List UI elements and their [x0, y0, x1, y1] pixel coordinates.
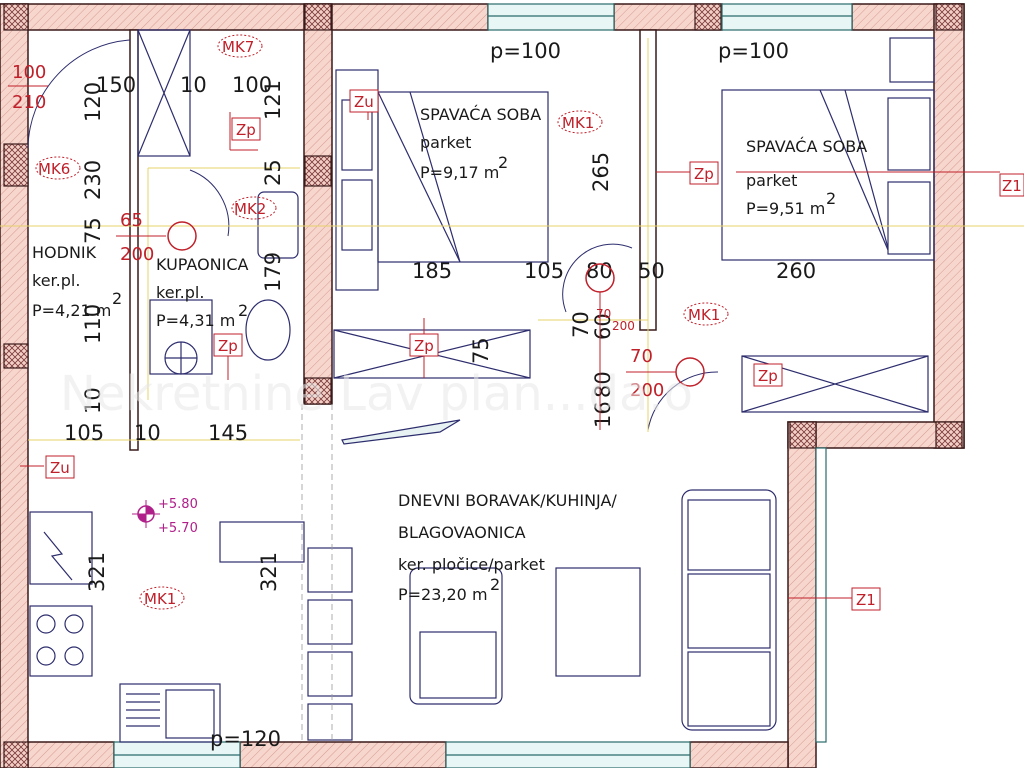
dim-label: 100: [232, 73, 272, 97]
door-width: 100: [12, 62, 46, 83]
tag-mk1: MK1: [144, 590, 176, 608]
dim-label: 105: [64, 421, 104, 445]
door-width: 65: [120, 210, 143, 231]
door-markers: 100 210 65 200 70 200 70 200: [8, 62, 705, 430]
tag-mk1: MK1: [562, 114, 594, 132]
room-name-dnevni-2: BLAGOVAONICA: [398, 523, 526, 542]
area-superscript: 2: [490, 575, 500, 594]
dim-label: 185: [412, 259, 452, 283]
door-width: 70: [596, 307, 611, 321]
dim-label: 230: [81, 160, 105, 200]
room-spavaca-1: SPAVAĆA SOBA parket P=9,17 m 2: [420, 105, 541, 182]
tag-zp: Zp: [758, 367, 778, 385]
dim-label: 10: [180, 73, 207, 97]
door-width: 70: [630, 346, 653, 367]
dim-label: 110: [81, 304, 105, 344]
tag-zu: Zu: [50, 459, 70, 477]
area-superscript: 2: [112, 289, 122, 308]
tag-mk7: MK7: [222, 38, 254, 56]
dim-label: 321: [257, 552, 281, 592]
tag-zu: Zu: [354, 93, 374, 111]
opening-label: p=100: [718, 39, 789, 63]
dim-label: 260: [776, 259, 816, 283]
watermark: Nekretnine Lav plan...da.o: [60, 366, 693, 422]
door-height: 200: [120, 244, 154, 265]
area-superscript: 2: [498, 153, 508, 172]
dim-label: 50: [638, 259, 665, 283]
dim-label: 265: [589, 152, 613, 192]
tag-mk2: MK2: [234, 200, 266, 218]
door-swings: [27, 39, 719, 431]
dim-label: 150: [96, 73, 136, 97]
dim-label: 120: [81, 82, 105, 122]
room-floor-dnevni: ker. pločice/parket: [398, 555, 545, 574]
windows: [113, 3, 853, 768]
level-marker: +5.80 +5.70: [132, 497, 198, 536]
opening-label: p=120: [210, 727, 281, 751]
room-floor-spavaca-2: parket: [746, 171, 797, 190]
centerlines: [301, 404, 333, 742]
dim-label: 75: [469, 337, 493, 364]
tag-zp: Zp: [694, 165, 714, 183]
material-tags: MK7 MK6 MK2 MK1 MK1 MK1 Zp Zp Zp Zp Zp Z…: [35, 34, 1024, 611]
room-area-hodnik: P=4,21 m: [32, 301, 111, 320]
dim-label: 70: [569, 311, 593, 338]
room-area-kupaonica: P=4,31 m: [156, 311, 235, 330]
room-spavaca-2: SPAVAĆA SOBA parket P=9,51 m 2: [746, 137, 867, 218]
room-dnevni: DNEVNI BORAVAK/KUHINJA/ BLAGOVAONICA ker…: [398, 491, 617, 604]
room-area-spavaca-2: P=9,51 m: [746, 199, 825, 218]
dim-label: 10: [81, 387, 105, 414]
room-area-spavaca-1: P=9,17 m: [420, 163, 499, 182]
room-floor-hodnik: ker.pl.: [32, 271, 80, 290]
room-name-hodnik: HODNIK: [32, 243, 97, 262]
dim-label: 80: [591, 371, 615, 398]
level-upper: +5.80: [158, 497, 198, 512]
tag-zp: Zp: [414, 337, 434, 355]
opening-label: p=100: [490, 39, 561, 63]
room-floor-kupaonica: ker.pl.: [156, 283, 204, 302]
dim-label: 25: [261, 159, 285, 186]
dimensions: 150 10 100 185 105 80 50 260 105 10 145 …: [64, 39, 816, 751]
level-lower: +5.70: [158, 521, 198, 536]
room-name-kupaonica: KUPAONICA: [156, 255, 249, 274]
door-height: 200: [612, 319, 635, 333]
dim-label: 16: [591, 401, 615, 428]
dim-label: 80: [586, 259, 613, 283]
room-floor-spavaca-1: parket: [420, 133, 471, 152]
dim-label: 179: [261, 252, 285, 292]
tag-zp: Zp: [236, 121, 256, 139]
dim-label: 10: [134, 421, 161, 445]
columns: [3, 3, 963, 768]
room-name-dnevni-1: DNEVNI BORAVAK/KUHINJA/: [398, 491, 617, 510]
dim-label: 321: [85, 552, 109, 592]
tag-z1: Z1: [856, 591, 876, 609]
door-circle-marker: [167, 221, 197, 251]
tag-z1: Z1: [1002, 177, 1022, 195]
door-height: 210: [12, 92, 46, 113]
door-circle-marker: [675, 357, 705, 387]
room-hodnik: HODNIK ker.pl. P=4,21 m 2: [32, 243, 122, 320]
door-height: 200: [630, 380, 664, 401]
tag-mk6: MK6: [38, 160, 70, 178]
room-area-dnevni: P=23,20 m: [398, 585, 488, 604]
aux-lines: [0, 38, 1024, 441]
area-superscript: 2: [238, 301, 248, 320]
area-superscript: 2: [826, 189, 836, 208]
tag-mk1: MK1: [688, 306, 720, 324]
dim-label: 145: [208, 421, 248, 445]
room-kupaonica: KUPAONICA ker.pl. P=4,31 m 2: [156, 255, 249, 330]
tag-zp: Zp: [218, 337, 238, 355]
dim-label: 105: [524, 259, 564, 283]
room-name-spavaca-1: SPAVAĆA SOBA: [420, 105, 541, 124]
room-name-spavaca-2: SPAVAĆA SOBA: [746, 137, 867, 156]
dim-label: 121: [261, 80, 285, 120]
dim-label: 60: [591, 313, 615, 340]
dim-label: 75: [81, 217, 105, 244]
